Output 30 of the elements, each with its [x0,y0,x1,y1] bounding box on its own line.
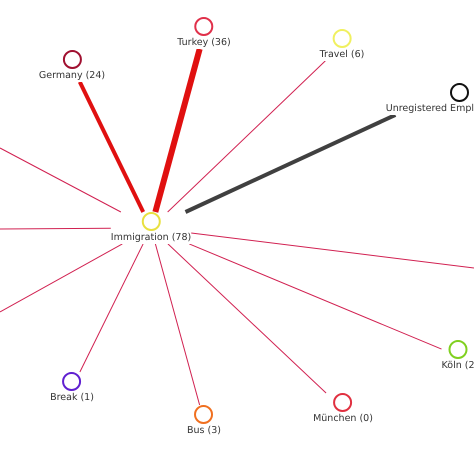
network-node [442,340,474,372]
node-label: Köln (2 [442,361,474,372]
connector-line [0,243,123,312]
network-node [110,212,192,244]
network-node [177,17,231,49]
node-label: Break (1) [50,393,94,404]
network-node [38,50,106,82]
node-label: Bus (3) [187,426,221,437]
network-node [187,405,221,437]
node-label: Germany (24) [38,71,106,82]
network-node [320,29,364,61]
connector-line [167,60,326,212]
connector-line [0,148,122,212]
thick-connector-line [78,81,146,213]
node-label: Immigration (78) [110,233,192,244]
connector-line [154,243,200,406]
connector-line [190,232,474,268]
node-label: Unregistered Empl [386,104,474,115]
network-node [313,393,373,425]
network-node [50,372,94,404]
connector-line [79,243,144,372]
node-label: Turkey (36) [177,38,231,49]
thick-connector-line [184,113,396,214]
connector-line [0,228,112,230]
node-label: Travel (6) [320,50,364,61]
connector-line [188,243,442,350]
connector-line [167,243,327,394]
node-label: München (0) [313,414,373,425]
thick-connector-line [152,48,203,213]
network-node [386,83,474,115]
